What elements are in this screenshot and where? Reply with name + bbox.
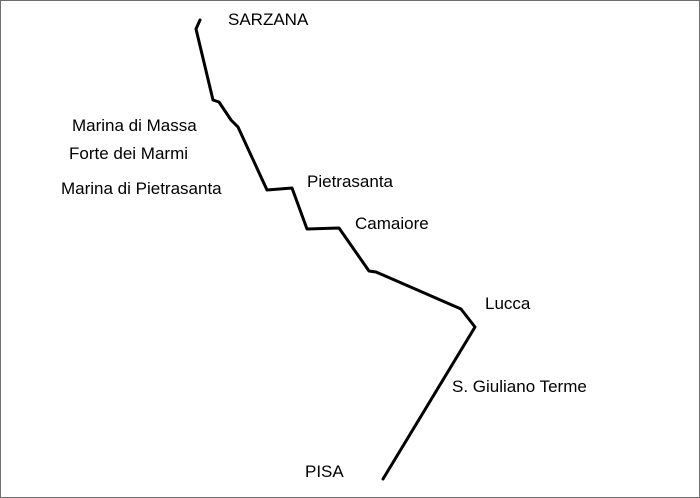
place-label-pisa: PISA	[305, 462, 344, 481]
place-label-s-giuliano-terme: S. Giuliano Terme	[452, 377, 587, 396]
route-line	[194, 18, 477, 481]
place-label-sarzana: SARZANA	[228, 10, 309, 29]
place-label-marina-di-massa: Marina di Massa	[72, 116, 197, 135]
place-label-forte-dei-marmi: Forte dei Marmi	[69, 144, 189, 163]
place-label-camaiore: Camaiore	[355, 214, 429, 233]
place-label-lucca: Lucca	[485, 294, 531, 313]
place-label-pietrasanta: Pietrasanta	[307, 172, 393, 191]
place-label-marina-di-pietrasanta: Marina di Pietrasanta	[61, 179, 222, 198]
